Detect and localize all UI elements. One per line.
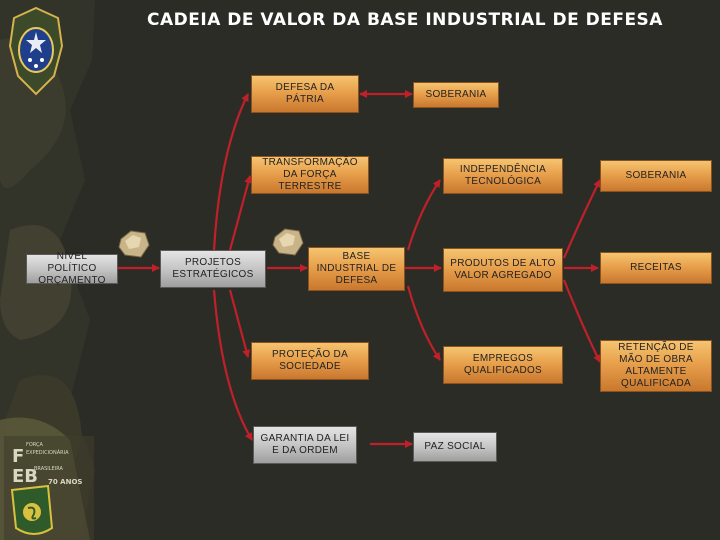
- node-receitas: RECEITAS: [600, 252, 712, 284]
- node-soberania-2: SOBERANIA: [600, 160, 712, 192]
- node-transformacao: TRANSFORMAÇÃO DA FORÇA TERRESTRE: [251, 156, 369, 194]
- node-soberania-1: SOBERANIA: [413, 82, 499, 108]
- svg-text:FORÇA: FORÇA: [26, 442, 44, 448]
- svg-text:BRASILEIRA: BRASILEIRA: [34, 466, 63, 472]
- node-nivel-politico: NÍVEL POLÍTICO ORÇAMENTO: [26, 251, 118, 286]
- feb-70-anos-logo: F EB FORÇA EXPEDICIONÁRIA BRASILEIRA 70 …: [4, 436, 94, 540]
- node-retencao-mao-de-obra: RETENÇÃO DE MÃO DE OBRA ALTAMENTE QUALIF…: [600, 340, 712, 392]
- node-base-industrial: BASE INDUSTRIAL DE DEFESA: [308, 247, 405, 291]
- svg-text:EB: EB: [12, 466, 38, 487]
- node-paz-social: PAZ SOCIAL: [413, 432, 497, 462]
- node-independencia-tecnologica: INDEPENDÊNCIA TECNOLÓGICA: [443, 158, 563, 194]
- node-projetos-estrategicos: PROJETOS ESTRATÉGICOS: [160, 250, 266, 288]
- node-garantia-lei-ordem: GARANTIA DA LEI E DA ORDEM: [253, 426, 357, 464]
- army-emblem-icon: [8, 6, 64, 96]
- node-empregos-qualificados: EMPREGOS QUALIFICADOS: [443, 346, 563, 384]
- node-protecao-sociedade: PROTEÇÃO DA SOCIEDADE: [251, 342, 369, 380]
- svg-text:F: F: [12, 446, 24, 467]
- svg-text:70 ANOS: 70 ANOS: [48, 478, 82, 486]
- feb-badge-icon: F EB FORÇA EXPEDICIONÁRIA BRASILEIRA 70 …: [4, 436, 94, 540]
- svg-text:EXPEDICIONÁRIA: EXPEDICIONÁRIA: [26, 449, 69, 456]
- page-title: CADEIA DE VALOR DA BASE INDUSTRIAL DE DE…: [147, 10, 663, 30]
- node-defesa-da-patria: DEFESA DA PÁTRIA: [251, 75, 359, 113]
- node-produtos-alto-valor: PRODUTOS DE ALTO VALOR AGREGADO: [443, 248, 563, 292]
- ore-stone-icon: [118, 230, 150, 258]
- ore-stone-icon: [272, 228, 304, 256]
